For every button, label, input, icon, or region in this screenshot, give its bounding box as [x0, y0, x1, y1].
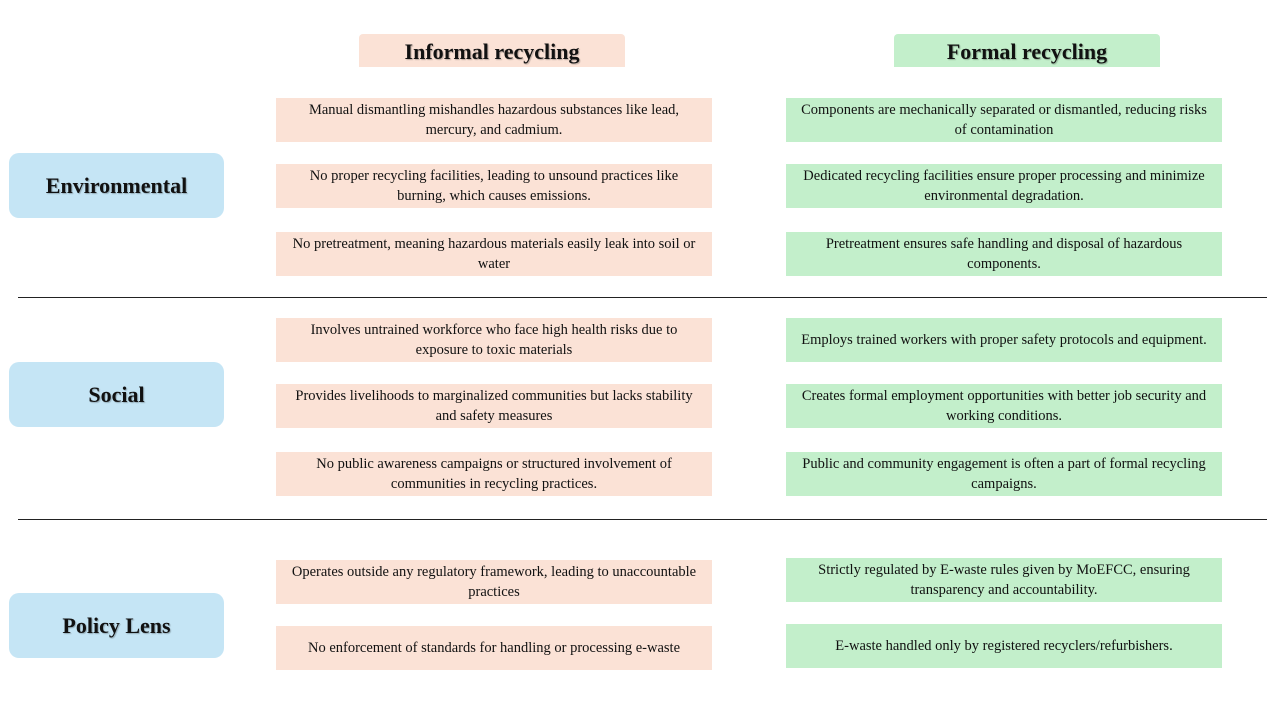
environmental-informal-cell-1: Manual dismantling mishandles hazardous …	[276, 98, 712, 142]
environmental-formal-cell-3: Pretreatment ensures safe handling and d…	[786, 232, 1222, 276]
social-formal-cell-3: Public and community engagement is often…	[786, 452, 1222, 496]
policy-lens-formal-cell-1: Strictly regulated by E-waste rules give…	[786, 558, 1222, 602]
social-label: Social	[9, 362, 224, 427]
social-formal-cell-2: Creates formal employment opportunities …	[786, 384, 1222, 428]
section-divider	[18, 519, 1267, 520]
informal-recycling-header: Informal recycling	[359, 34, 625, 67]
policy-lens-informal-cell-1: Operates outside any regulatory framewor…	[276, 560, 712, 604]
social-informal-cell-1: Involves untrained workforce who face hi…	[276, 318, 712, 362]
environmental-label: Environmental	[9, 153, 224, 218]
social-informal-cell-2: Provides livelihoods to marginalized com…	[276, 384, 712, 428]
policy-lens-informal-cell-2: No enforcement of standards for handling…	[276, 626, 712, 670]
environmental-informal-cell-2: No proper recycling facilities, leading …	[276, 164, 712, 208]
environmental-formal-cell-2: Dedicated recycling facilities ensure pr…	[786, 164, 1222, 208]
environmental-informal-cell-3: No pretreatment, meaning hazardous mater…	[276, 232, 712, 276]
social-formal-cell-1: Employs trained workers with proper safe…	[786, 318, 1222, 362]
social-informal-cell-3: No public awareness campaigns or structu…	[276, 452, 712, 496]
section-divider	[18, 297, 1267, 298]
formal-recycling-header: Formal recycling	[894, 34, 1160, 67]
policy-lens-label: Policy Lens	[9, 593, 224, 658]
policy-lens-formal-cell-2: E-waste handled only by registered recyc…	[786, 624, 1222, 668]
environmental-formal-cell-1: Components are mechanically separated or…	[786, 98, 1222, 142]
